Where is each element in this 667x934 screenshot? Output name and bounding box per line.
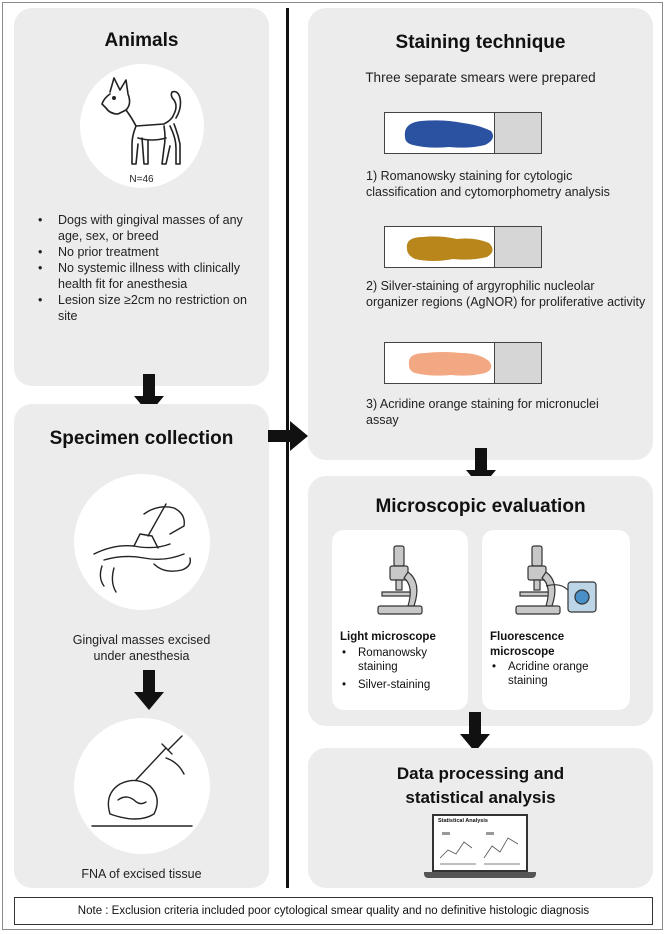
slide-frosted-end xyxy=(494,343,541,383)
laptop-base xyxy=(424,872,536,878)
slide-romanowsky xyxy=(384,112,542,154)
dog-icon xyxy=(101,77,182,165)
staining-subtitle: Three separate smears were prepared xyxy=(365,70,596,85)
fluorescence-microscope-card: Fluorescence microscope Acridine orange … xyxy=(482,530,630,710)
smear-shape xyxy=(404,120,493,148)
fna-caption: FNA of excised tissue xyxy=(81,867,202,881)
animals-count: N=46 xyxy=(129,174,154,185)
criterion-item: Dogs with gingival masses of any age, se… xyxy=(34,212,262,244)
excision-caption: Gingival masses excised under anesthesia xyxy=(72,633,211,663)
staining-technique-panel: Staining technique Three separate smears… xyxy=(308,8,653,460)
staining-title: Staining technique xyxy=(395,32,566,53)
fna-syringe-icon xyxy=(91,735,193,827)
fluorescence-stain-item: Acridine orange staining xyxy=(490,660,622,688)
specimen-collection-panel: Specimen collection Gingival masses exci… xyxy=(14,404,269,888)
right-arrow-icon xyxy=(268,421,308,451)
light-stain-item: Romanowsky staining xyxy=(340,646,464,674)
laptop-screen: Statistical Analysis xyxy=(432,814,528,872)
dog-illustration-circle xyxy=(80,64,204,188)
fluorescence-microscope-icon xyxy=(515,545,597,615)
data-processing-panel: Data processing and statistical analysis… xyxy=(308,748,653,888)
exclusion-note: Note : Exclusion criteria included poor … xyxy=(14,897,653,925)
staining-item-1: 1) Romanowsky staining for cytologic cla… xyxy=(366,169,610,199)
fluorescence-microscope-list: Acridine orange staining xyxy=(490,660,622,692)
animals-title: Animals xyxy=(104,30,179,51)
surgery-icon xyxy=(93,503,192,593)
slide-acridine xyxy=(384,342,542,384)
staining-item-2: 2) Silver-staining of argyrophilic nucle… xyxy=(366,279,646,309)
criterion-item: No prior treatment xyxy=(34,244,262,260)
excision-illustration-circle xyxy=(74,474,210,610)
smear-orange xyxy=(408,352,492,376)
light-microscope-card: Light microscope Romanowsky staining Sil… xyxy=(332,530,468,710)
slide-frosted-end xyxy=(494,227,541,267)
specimen-title: Specimen collection xyxy=(49,428,234,449)
smear-blue xyxy=(404,120,493,148)
data-processing-title: Data processing and statistical analysis xyxy=(396,764,565,807)
microscopic-title: Microscopic evaluation xyxy=(375,496,586,517)
light-microscope-icon xyxy=(377,545,423,615)
fna-illustration-circle xyxy=(74,718,210,854)
down-arrow-icon xyxy=(460,712,490,752)
light-stain-item: Silver-staining xyxy=(340,678,464,692)
smear-gold xyxy=(406,236,493,261)
animals-panel: Animals N=46 Dogs with gingival masses o… xyxy=(14,8,269,386)
down-arrow-icon xyxy=(134,670,164,710)
line-chart-icon xyxy=(439,832,520,865)
light-microscope-title: Light microscope xyxy=(340,631,436,643)
fluorescence-microscope-title: Fluorescence microscope xyxy=(490,631,565,658)
light-microscope-list: Romanowsky staining Silver-staining xyxy=(340,646,464,696)
criterion-item: No systemic illness with clinically heal… xyxy=(34,260,262,292)
column-divider xyxy=(286,8,289,888)
microscopic-evaluation-panel: Microscopic evaluation Light microscope … xyxy=(308,476,653,726)
slide-silver xyxy=(384,226,542,268)
staining-item-3: 3) Acridine orange staining for micronuc… xyxy=(366,397,599,427)
laptop-illustration: Statistical Analysis xyxy=(424,812,536,882)
criterion-item: Lesion size ≥2cm no restriction on site xyxy=(34,292,262,324)
inclusion-criteria-list: Dogs with gingival masses of any age, se… xyxy=(34,212,262,324)
slide-frosted-end xyxy=(494,113,541,153)
smear-shape xyxy=(406,236,493,261)
laptop-screen-title: Statistical Analysis xyxy=(438,818,488,824)
smear-shape xyxy=(408,352,492,376)
